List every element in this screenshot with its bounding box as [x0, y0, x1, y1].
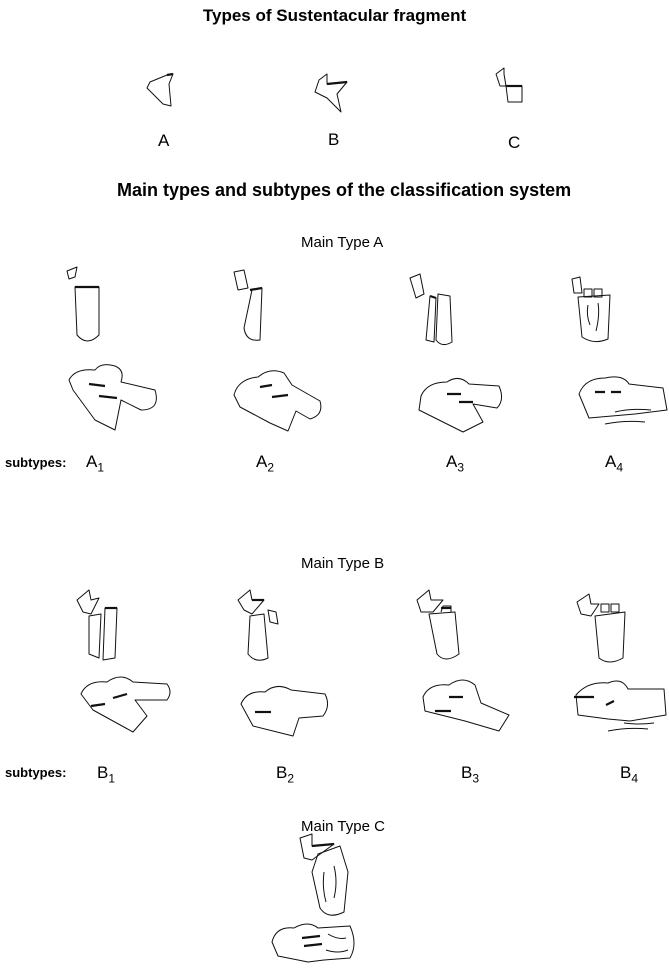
drawing-a4-axial — [578, 376, 668, 425]
fragment-label-c: C — [508, 133, 521, 152]
drawing-a1-coronal — [66, 266, 100, 342]
subtype-a4: A4 — [605, 452, 624, 475]
main-type-b-title: Main Type B — [301, 555, 385, 572]
subtype-b2: B2 — [276, 763, 295, 786]
fragment-types-title: Types of Sustentacular fragment — [202, 6, 467, 25]
fragment-shape-b — [314, 73, 348, 113]
subtypes-label-b: subtypes: — [5, 765, 67, 780]
drawing-b4-coronal — [576, 593, 626, 663]
drawing-a4-coronal — [571, 276, 611, 343]
fragment-shape-c — [495, 67, 523, 103]
drawing-b1-axial — [80, 676, 171, 733]
drawing-c-coronal — [299, 833, 349, 916]
drawing-a3-axial — [418, 378, 503, 433]
drawing-a1-axial — [68, 364, 157, 431]
drawing-b1-coronal — [76, 589, 118, 661]
main-type-a-title: Main Type A — [301, 234, 384, 251]
drawing-b4-axial — [574, 680, 667, 732]
subtype-b4: B4 — [620, 763, 639, 786]
fragment-shape-a — [146, 72, 174, 107]
classification-title: Main types and subtypes of the classific… — [117, 180, 572, 200]
drawing-c-axial — [271, 923, 355, 963]
subtype-a3: A3 — [446, 452, 465, 475]
drawing-b3-axial — [422, 679, 510, 732]
fragment-label-a: A — [158, 131, 170, 150]
subtype-a1: A1 — [86, 452, 105, 475]
fragment-label-b: B — [328, 130, 340, 149]
drawing-a2-coronal — [233, 269, 263, 341]
drawing-a2-axial — [233, 370, 322, 432]
drawing-a3-coronal — [409, 273, 453, 346]
drawing-b3-coronal — [416, 589, 460, 660]
subtype-b1: B1 — [97, 763, 116, 786]
drawing-b2-axial — [240, 686, 329, 737]
subtype-a2: A2 — [256, 452, 275, 475]
subtypes-label-a: subtypes: — [5, 455, 67, 470]
drawing-b2-coronal — [237, 589, 279, 661]
subtype-b3: B3 — [461, 763, 480, 786]
main-type-c-title: Main Type C — [301, 818, 385, 835]
